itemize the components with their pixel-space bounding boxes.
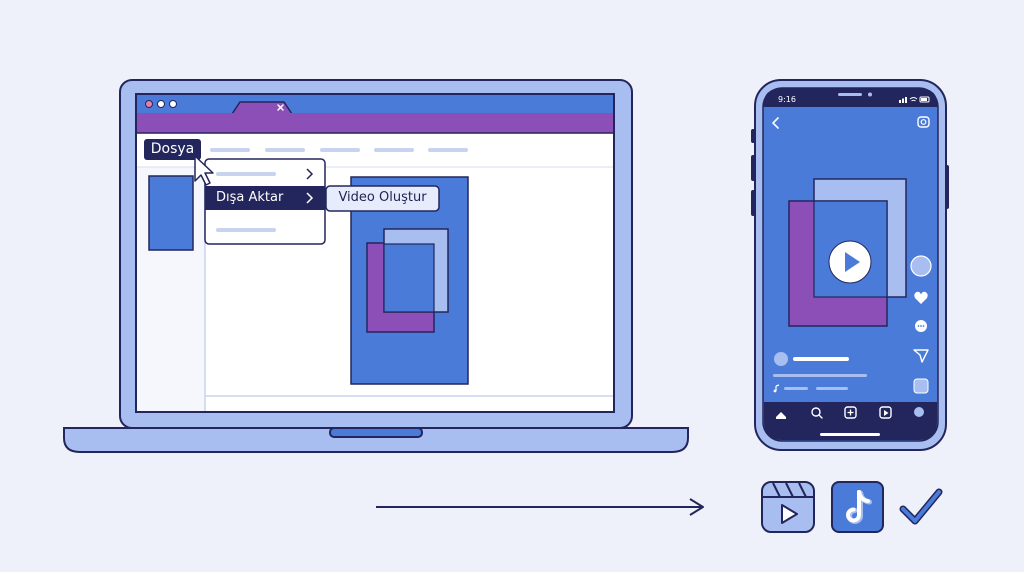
mouse-cursor-icon (194, 155, 214, 186)
creator-name-placeholder (793, 357, 849, 361)
phone-nav-bar (764, 402, 937, 440)
chevron-right-icon (306, 192, 314, 204)
menu-item-placeholder[interactable] (320, 148, 360, 152)
laptop (63, 79, 689, 453)
search-icon[interactable] (811, 407, 821, 417)
heart-icon[interactable] (914, 291, 928, 304)
export-menu-label: Dışa Aktar (216, 190, 284, 205)
window-close-dot[interactable] (145, 100, 153, 108)
camera-icon[interactable] (917, 116, 930, 128)
app-toolbar (137, 113, 613, 133)
profile-avatar[interactable] (910, 255, 932, 277)
file-menu-label: Dosya (150, 141, 195, 157)
file-menu-button[interactable] (144, 139, 201, 160)
browser-titlebar (137, 95, 613, 113)
home-indicator (820, 433, 880, 436)
dropdown-item-placeholder[interactable] (216, 172, 276, 176)
add-post-icon[interactable] (844, 406, 857, 419)
caption-placeholder (773, 374, 867, 377)
laptop-notch (329, 427, 423, 438)
canvas-blue-layer (383, 243, 435, 313)
menu-item-placeholder[interactable] (428, 148, 468, 152)
home-icon[interactable] (776, 412, 786, 419)
dropdown-export-highlight[interactable] (205, 186, 325, 210)
slide-thumbnail[interactable] (148, 175, 194, 251)
profile-tab-icon[interactable] (914, 407, 924, 417)
window-max-dot[interactable] (169, 100, 177, 108)
submenu-video-create[interactable] (325, 185, 440, 212)
phone (751, 79, 949, 451)
battery-icon (919, 96, 930, 103)
menu-item-placeholder[interactable] (210, 148, 250, 152)
wifi-icon (909, 97, 918, 102)
creator-avatar[interactable] (774, 352, 788, 366)
reels-icon (761, 481, 815, 533)
menu-item-placeholder[interactable] (374, 148, 414, 152)
reels-tab-icon[interactable] (879, 406, 892, 419)
chevron-right-icon (306, 168, 314, 180)
signal-icon (899, 97, 907, 103)
audio-thumbnail[interactable] (913, 378, 929, 394)
back-arrow-icon[interactable] (771, 117, 779, 129)
tab-close-icon[interactable] (277, 104, 284, 111)
submenu-video-label: Video Oluştur (338, 190, 427, 205)
audio-placeholder (816, 387, 848, 390)
arrow-head-icon (689, 498, 704, 516)
phone-time: 9:16 (778, 95, 796, 104)
browser-tab[interactable] (230, 101, 294, 115)
menu-item-placeholder[interactable] (265, 148, 305, 152)
dropdown-item-placeholder[interactable] (216, 228, 276, 232)
laptop-base (63, 427, 689, 453)
play-icon (845, 252, 860, 272)
flow-arrow (376, 498, 704, 516)
audio-placeholder (784, 387, 808, 390)
share-icon[interactable] (913, 349, 929, 363)
window-min-dot[interactable] (157, 100, 165, 108)
tiktok-icon (831, 481, 884, 533)
